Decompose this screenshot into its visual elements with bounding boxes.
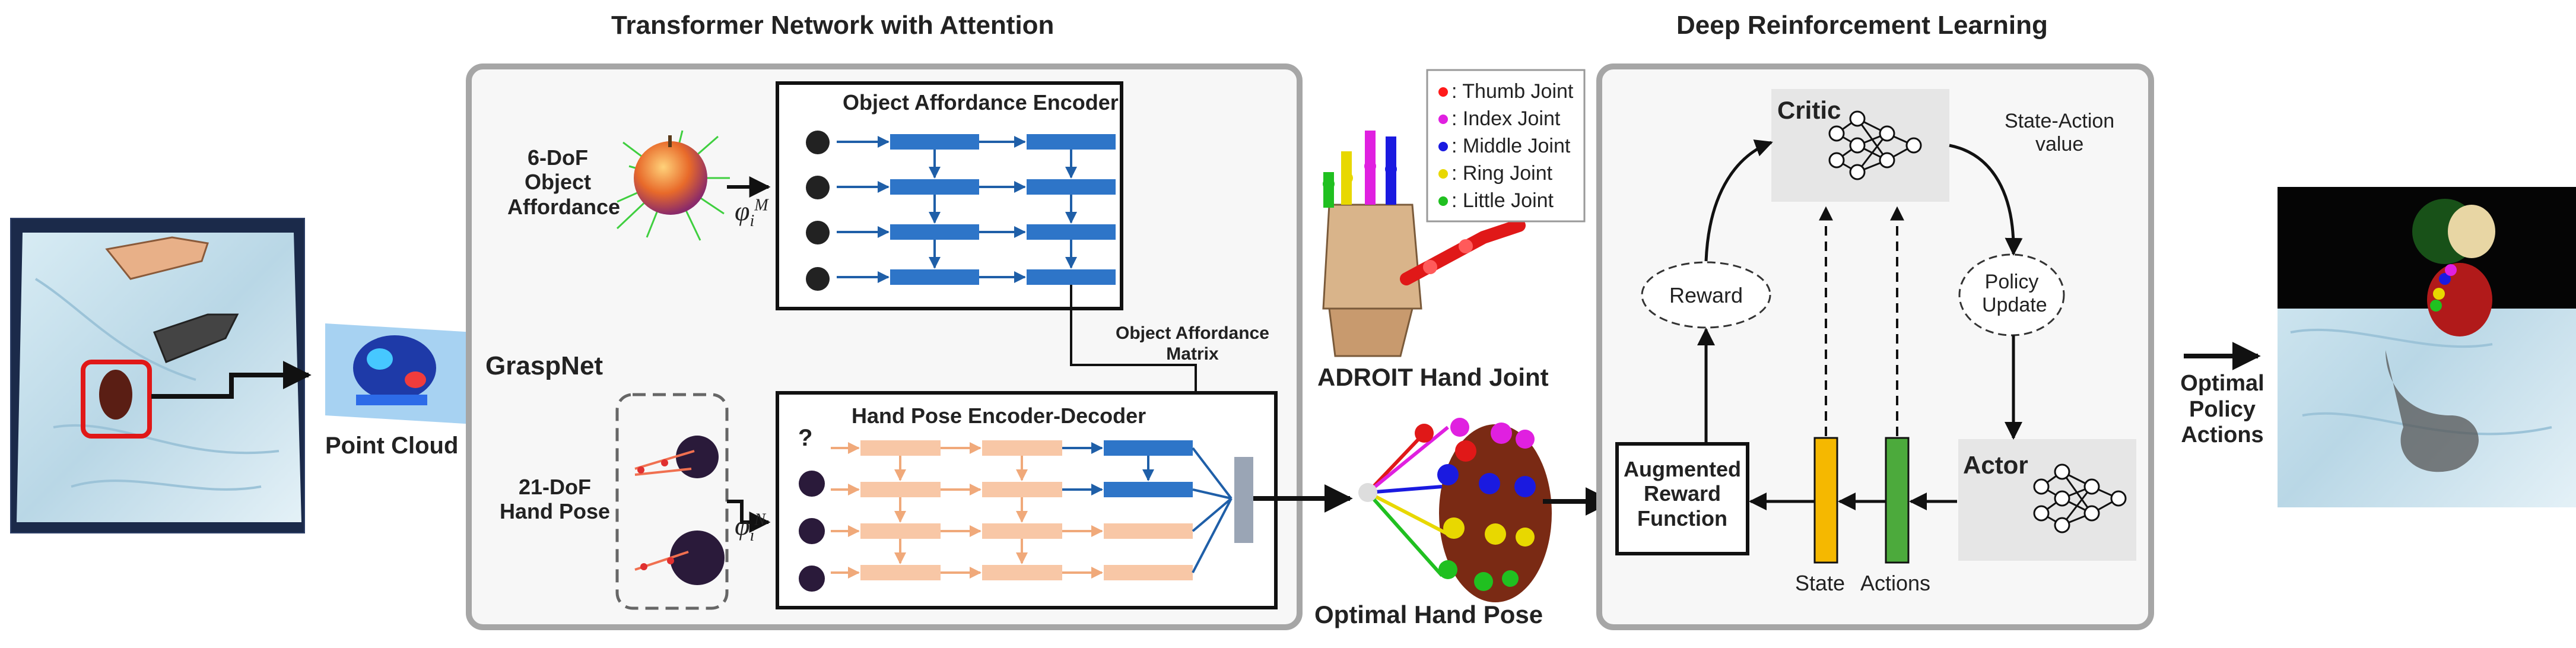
augmented-reward-function-label: Augmented Reward Function [1624,457,1741,531]
hand-pose-label: 21-DoF Hand Pose [499,475,611,524]
state-label: State [1795,571,1846,595]
policy-update-label: Policy Update [1982,271,2047,317]
hand-pose-to-decoder-arrow [727,500,771,533]
optimal-hand-pose-label: Optimal Hand Pose [1314,601,1543,628]
decoder-attention-blocks [1104,440,1193,497]
actor-label: Actor [1963,451,2028,479]
decoder-input-spheres [799,471,825,592]
adroit-hand-image [1322,131,1526,357]
actor-box [1958,439,2136,561]
encoder-blocks [890,134,1116,285]
legend-item-4: : Little Joint [1451,189,1554,212]
state-actions-dashed-arrows [1819,206,1904,436]
hand-pose-images [634,436,725,585]
graspnet-label: GraspNet [485,351,603,380]
legend-dot-3 [1438,169,1448,179]
encoder-connectors [837,136,1077,283]
joint-legend-box [1426,69,1586,223]
legend-dot-2 [1438,142,1448,151]
output-layer [1234,457,1253,543]
phi-m-symbol: φiM [735,196,768,231]
object-affordance-label: 6-DoF Object Affordance [507,145,621,219]
policy-update-ellipse [1958,253,2065,336]
decoder-connectors [831,442,1103,579]
hand-pose-encoder-decoder-title: Hand Pose Encoder-Decoder [852,404,1146,428]
adroit-hand-joint-label: ADROIT Hand Joint [1317,363,1549,391]
reward-label: Reward [1669,283,1743,307]
encoder-input-spheres [806,131,830,291]
legend-dot-1 [1438,115,1448,124]
point-cloud-label: Point Cloud [325,433,459,459]
reward-ellipse [1641,261,1771,329]
legend-dot-4 [1438,196,1448,206]
optimal-hand-pose-image [1358,418,1552,602]
actor-network-icon [2033,463,2127,533]
object-affordance-image [616,130,730,241]
augmented-reward-box [1615,442,1749,555]
object-affordance-matrix-label: Object Affordance Matrix [1116,323,1269,364]
phi-n-symbol: φiN [735,510,766,545]
decoder-blocks [860,440,1193,580]
object-affordance-encoder-title: Object Affordance Encoder [843,90,1119,115]
critic-network-icon [1828,110,1922,180]
scene-to-pointcloud-arrow [151,361,312,399]
state-bar [1813,437,1838,564]
joint-legend-dots [1438,87,1448,206]
legend-dot-0 [1438,87,1448,97]
point-cloud-image [325,323,475,424]
output-scene-image [2278,187,2576,507]
critic-label: Critic [1777,96,1841,124]
transformer-title: Transformer Network with Attention [611,11,1054,40]
optimal-policy-actions-label: Optimal Policy Actions [2180,371,2264,448]
state-action-value-label: State-Action value [2005,110,2115,156]
actions-label: Actions [1860,571,1931,595]
legend-item-3: : Ring Joint [1451,162,1553,185]
legend-item-0: : Thumb Joint [1451,80,1574,103]
drl-title: Deep Reinforcement Learning [1676,11,2048,40]
actions-bar [1885,437,1910,564]
drl-arrows [1697,139,2023,510]
legend-item-2: : Middle Joint [1451,135,1571,157]
attention-connectors [1062,442,1233,573]
legend-item-1: : Index Joint [1451,107,1561,130]
unknown-pose-mark: ? [798,425,813,451]
